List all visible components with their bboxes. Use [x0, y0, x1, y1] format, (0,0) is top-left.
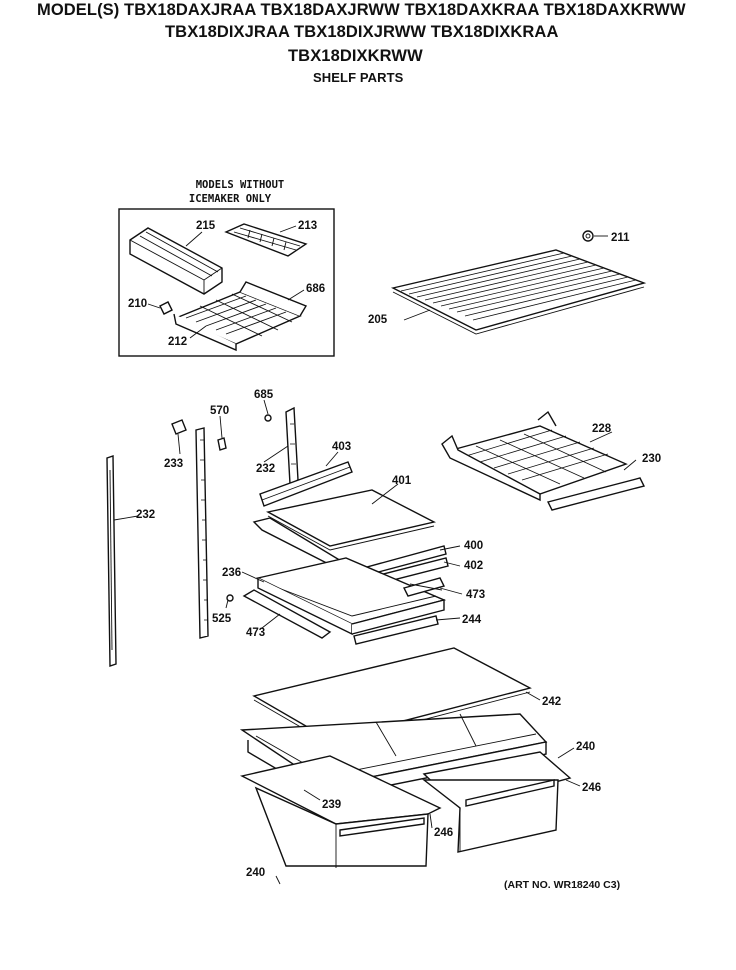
callout-240-left: 240 [246, 867, 265, 879]
inset-note-line-2: ICEMAKER ONLY [188, 193, 272, 205]
part-clip-233 [171, 419, 187, 435]
part-trim-244 [353, 615, 439, 645]
part-bin-rack-212 [173, 281, 308, 352]
part-shelf-frame-400 [252, 517, 447, 579]
callout-246-right: 246 [582, 782, 601, 794]
callout-685: 685 [254, 389, 274, 401]
callout-473-left: 473 [246, 627, 265, 639]
part-slide-473-left [242, 589, 332, 639]
part-crisper-frame-236 [255, 557, 447, 636]
section-title: SHELF PARTS [313, 70, 404, 85]
callout-230: 230 [642, 453, 661, 465]
callout-403: 403 [332, 441, 351, 453]
part-trim-230 [546, 477, 646, 511]
callout-240-right: 240 [576, 741, 595, 753]
part-crisper-drawer-right [421, 751, 572, 853]
callout-473-right: 473 [466, 589, 485, 601]
part-ice-tray-213 [224, 223, 308, 257]
callout-686: 686 [306, 283, 325, 295]
leader-lines [113, 225, 637, 885]
callout-232-upper: 232 [256, 463, 275, 475]
callout-401: 401 [392, 475, 412, 487]
part-ice-bin-215 [129, 227, 223, 295]
part-slide-473-right [402, 577, 446, 597]
callout-525: 525 [212, 613, 232, 625]
model-list-line-2: TBX18DIXJRAA TBX18DIXJRWW TBX18DIXKRAA [165, 23, 559, 41]
part-rail-middle [195, 427, 209, 639]
callout-215: 215 [196, 220, 216, 232]
part-cantilever-shelf-228 [441, 410, 628, 502]
callout-233: 233 [164, 458, 183, 470]
part-screw-570 [217, 437, 227, 451]
callout-205: 205 [368, 314, 388, 326]
model-list-line-3: TBX18DIXKRWW [288, 47, 423, 65]
callout-402: 402 [464, 560, 483, 572]
part-wire-shelf-205 [390, 249, 647, 335]
callout-239: 239 [322, 799, 341, 811]
part-screw-685 [264, 414, 272, 422]
callout-570: 570 [210, 405, 229, 417]
part-crisper-drawer-left [239, 755, 442, 868]
callout-236: 236 [222, 567, 241, 579]
part-screw-525 [226, 594, 234, 602]
callout-246-left: 246 [434, 827, 453, 839]
callout-400: 400 [464, 540, 483, 552]
part-shelf-support-403 [259, 461, 353, 507]
callout-232-lower: 232 [136, 509, 155, 521]
part-clip-210 [159, 301, 173, 315]
icemaker-inset-box [118, 208, 335, 357]
callout-228: 228 [592, 423, 612, 435]
callout-212: 212 [168, 336, 187, 348]
art-number: (ART NO. WR18240 C3) [504, 879, 621, 891]
callout-211: 211 [611, 232, 630, 244]
part-glass-shelf-401 [266, 489, 437, 551]
callout-210: 210 [128, 298, 147, 310]
inset-note-line-1: MODELS WITHOUT [195, 179, 285, 191]
part-screw-211 [582, 230, 594, 242]
callout-213: 213 [298, 220, 317, 232]
model-list-line-1: MODEL(S) TBX18DAXJRAA TBX18DAXJRWW TBX18… [37, 1, 686, 19]
callout-242: 242 [542, 696, 561, 708]
callout-244: 244 [462, 614, 482, 626]
part-rail-232-left [106, 455, 117, 667]
